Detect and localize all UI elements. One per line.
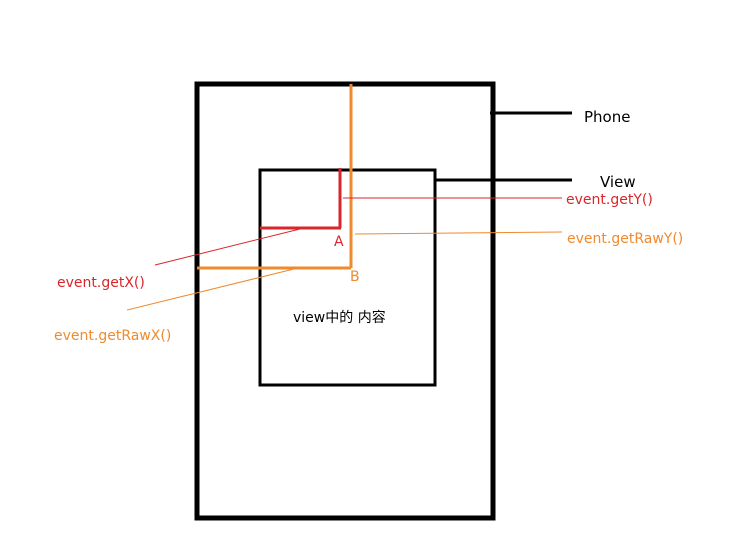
point-b-label: B — [350, 269, 360, 285]
get-raw-x-label: event.getRawX() — [54, 328, 171, 344]
view-box — [258, 168, 437, 387]
point-a-label: A — [334, 234, 344, 250]
get-raw-y-pointer — [354, 231, 563, 235]
view-label: View — [600, 173, 636, 191]
phone-label: Phone — [584, 108, 630, 126]
view-content-label: view中的 内容 — [293, 309, 386, 326]
get-x-pointer — [154, 227, 305, 266]
get-x-label: event.getX() — [57, 275, 145, 291]
get-y-label: event.getY() — [566, 192, 653, 208]
phone-frame — [194, 81, 496, 521]
get-raw-y-label: event.getRawY() — [567, 231, 683, 247]
get-raw-x-pointer — [126, 267, 299, 311]
